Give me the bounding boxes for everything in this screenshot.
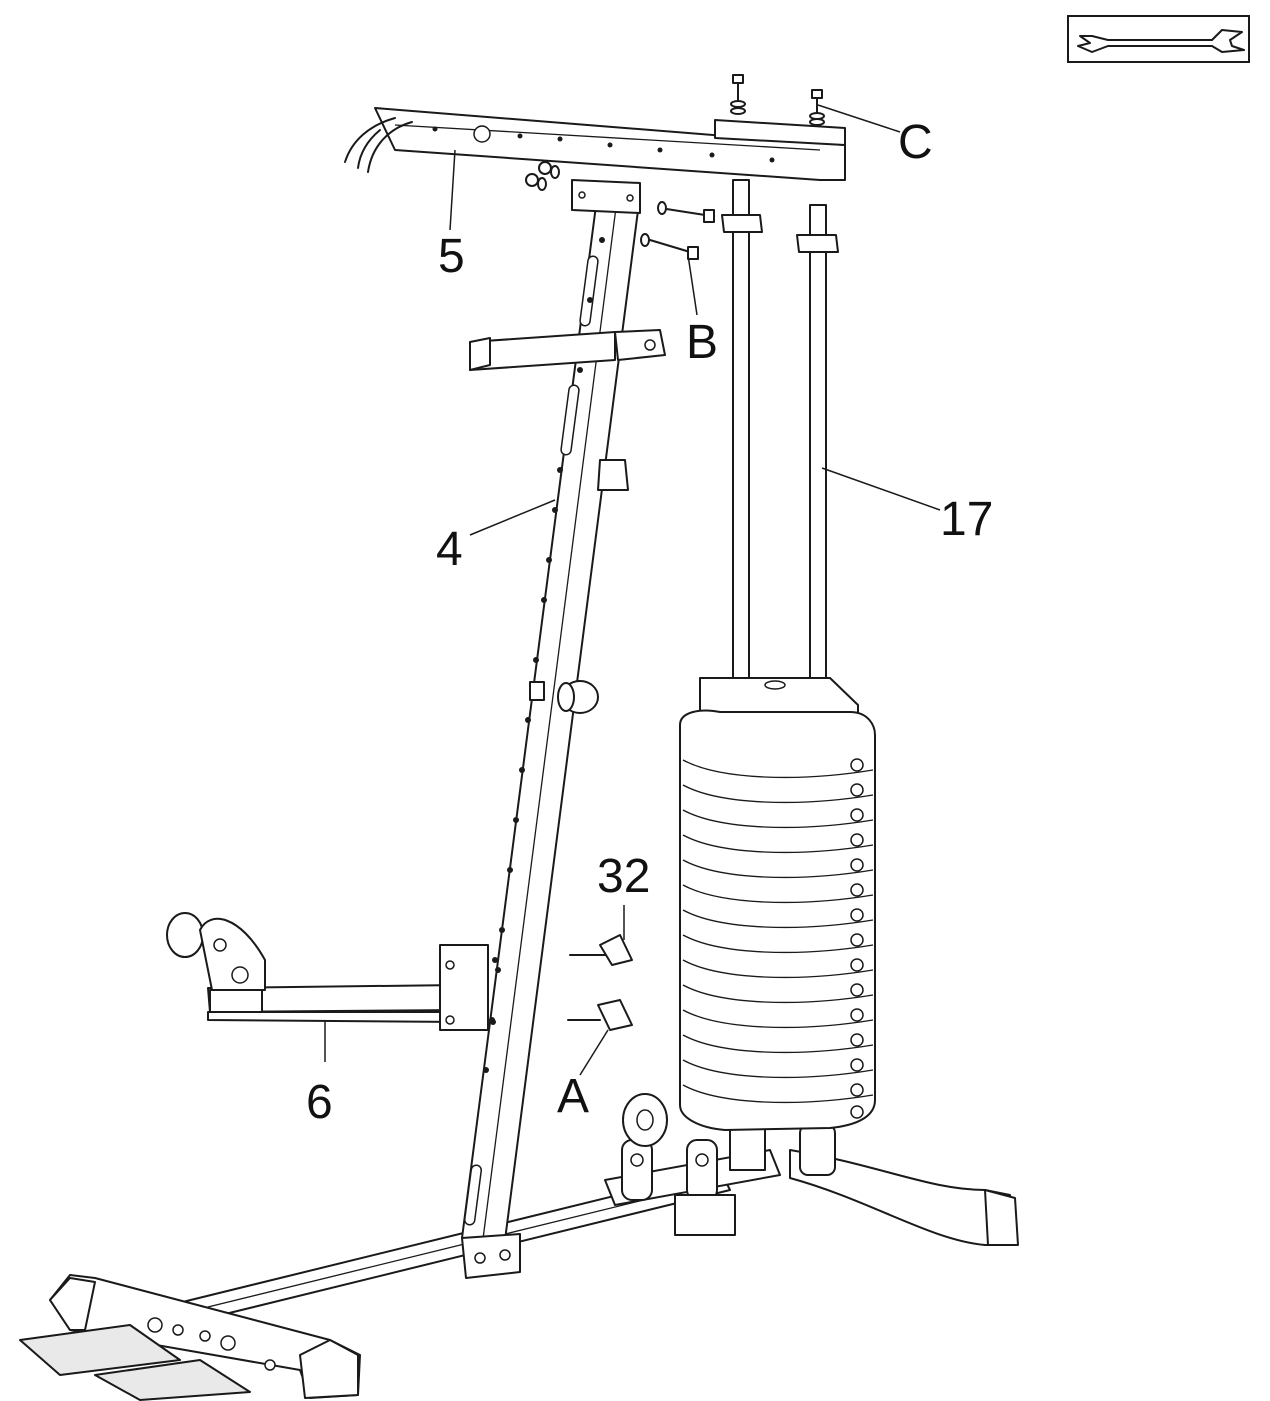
- bolt-b-set: [525, 161, 715, 260]
- callout-b: B: [686, 316, 718, 369]
- callout-a: A: [557, 1070, 589, 1123]
- top-beam: [344, 107, 846, 181]
- pop-pin-32: [569, 934, 633, 966]
- callout-c: C: [898, 116, 933, 169]
- base-frame: [19, 1149, 1019, 1401]
- weight-stack: [679, 677, 876, 1131]
- upright-holes: [483, 237, 605, 1073]
- upright-post: [461, 179, 666, 1279]
- guide-rods: [721, 179, 839, 701]
- lower-arm: [166, 912, 498, 1031]
- callout-4: 4: [436, 523, 463, 576]
- pop-pin-a: [567, 999, 633, 1031]
- callout-5: 5: [438, 230, 465, 283]
- callout-32: 32: [597, 850, 650, 903]
- leader-lines: [324, 104, 941, 1076]
- weight-plate-pin-holes: [850, 758, 864, 1119]
- weight-plate-lines: [682, 759, 874, 1104]
- bolt-c-set: [730, 74, 825, 126]
- wrench-icon: [1067, 15, 1250, 63]
- callout-6: 6: [306, 1076, 333, 1129]
- callout-17: 17: [940, 493, 993, 546]
